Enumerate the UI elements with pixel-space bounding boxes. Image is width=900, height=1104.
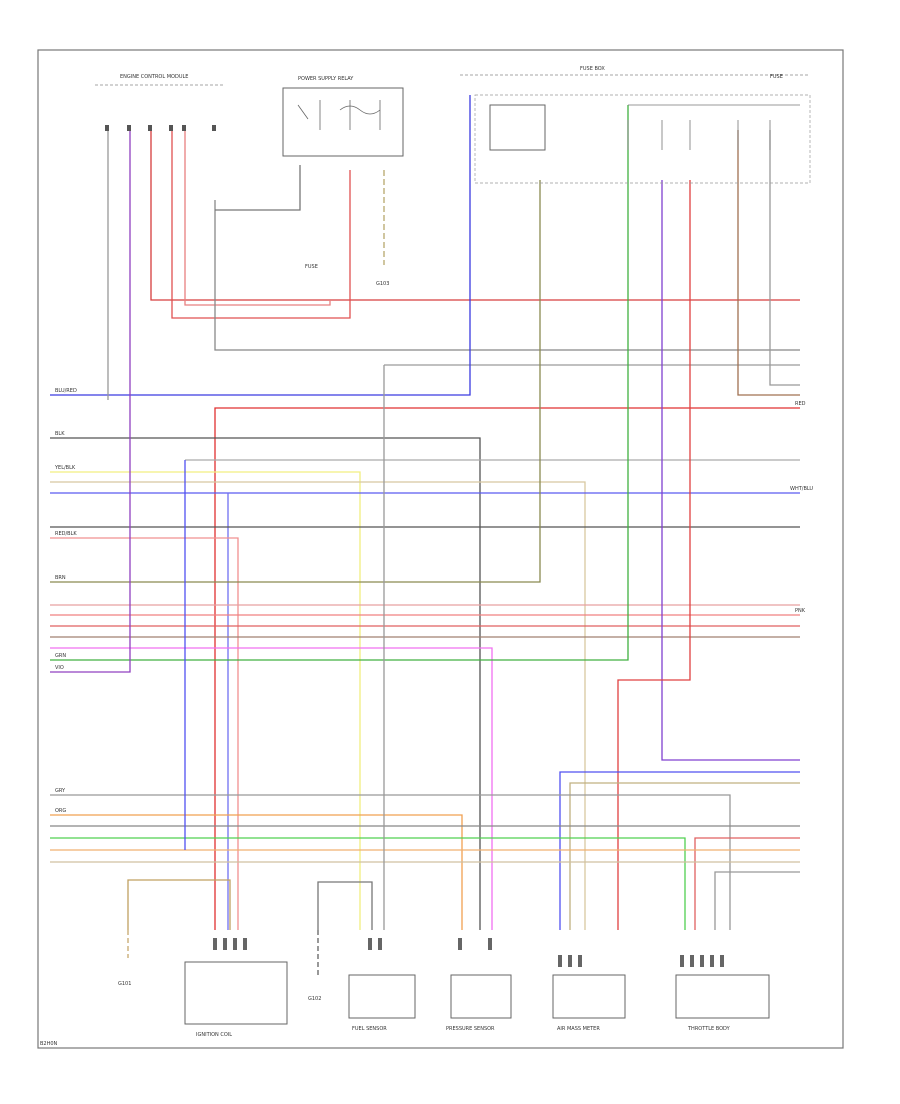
relay-coil [339, 105, 381, 115]
fuel-sensor: FUEL SENSOR [348, 974, 416, 1032]
ignition-coil-label: IGNITION COIL [196, 1032, 232, 1038]
wire-label-yel-blk: YEL/BLK [54, 465, 76, 471]
ignition-coil: IGNITION COIL [184, 961, 288, 1038]
air-mass-meter: AIR MASS METER [552, 974, 626, 1032]
wire-black-mid [50, 437, 481, 930]
wire-label-red: RED [795, 401, 806, 407]
relay-sub-label: FUSE [305, 264, 318, 270]
relay-box [282, 87, 404, 157]
wire-red-4 [617, 180, 691, 930]
fuel-sensor-label: FUEL SENSOR [352, 1026, 387, 1032]
connector-pins [213, 938, 724, 967]
fuse-elements [627, 104, 800, 150]
wire-label-gry: GRY [55, 788, 66, 794]
relay-switch-1 [297, 100, 381, 130]
diagram-code: B2H0N [40, 1041, 58, 1047]
wire-gray-1 [214, 200, 800, 351]
ground-label-g2: G102 [308, 996, 321, 1002]
wire-pink-2 [50, 537, 239, 930]
throttle-body-box [675, 974, 770, 1019]
pressure-sensor-box [450, 974, 512, 1019]
wire-label-org: ORG [55, 808, 66, 814]
wire-red-2 [214, 407, 800, 930]
ignition-coil-box [184, 961, 288, 1025]
wire-red-5 [694, 837, 800, 930]
diagram-frame [37, 49, 844, 1049]
wire-red-top [150, 130, 800, 301]
fuse-box-sub-label: FUSE [770, 74, 783, 80]
wire-yellow-1 [50, 471, 361, 930]
wire-label-grn: GRN [55, 653, 66, 659]
wire-labels: BLU/RED BLK YEL/BLK RED/BLK BRN GRN VIO … [54, 388, 813, 814]
fuse-box-module [489, 104, 546, 151]
fuse-box-outline [474, 94, 811, 184]
wires [50, 95, 800, 930]
wire-gray-7 [714, 871, 800, 930]
fuse-box-label: FUSE BOX [580, 66, 605, 72]
wire-pink-relay [184, 130, 331, 306]
ground-label-g1: G101 [118, 981, 131, 987]
wire-label-blu-red: BLU/RED [55, 388, 77, 394]
wire-magenta-1 [50, 647, 493, 930]
wire-green-2 [50, 837, 686, 930]
wire-label-blk: BLK [55, 431, 65, 437]
wire-label-brn: BRN [55, 575, 66, 581]
wire-olive-1 [50, 180, 541, 583]
ground-label-g3: G103 [376, 281, 389, 287]
throttle-body: THROTTLE BODY [675, 974, 770, 1032]
wire-tan-2 [569, 782, 800, 930]
wire-ground-mid [317, 881, 373, 930]
wire-violet-1 [50, 130, 131, 673]
wire-tan-1 [50, 481, 586, 930]
ecm-label: ENGINE CONTROL MODULE [120, 74, 188, 80]
fuel-sensor-box [348, 974, 416, 1019]
fuse-box: FUSE BOX FUSE [460, 66, 811, 184]
wire-label-pnk: PNK [795, 608, 806, 614]
wire-blue-4 [559, 771, 800, 930]
wire-orange-1 [50, 814, 463, 930]
wire-label-red-blk: RED/BLK [55, 531, 77, 537]
wire-label-vio: VIO [55, 665, 64, 671]
wire-green-1 [50, 105, 629, 661]
ground-symbols: G101 G102 [118, 930, 321, 1002]
wire-ground-left [127, 879, 231, 930]
wire-violet-2 [661, 180, 800, 761]
air-mass-meter-box [552, 974, 626, 1019]
wire-blue-1 [50, 95, 471, 396]
pressure-sensor: PRESSURE SENSOR [446, 974, 512, 1032]
wire-label-wht-blu: WHT/BLU [790, 486, 813, 492]
ecm-header: ENGINE CONTROL MODULE [95, 74, 225, 131]
pressure-sensor-label: PRESSURE SENSOR [446, 1026, 495, 1032]
wire-brown-1 [737, 130, 800, 396]
ecm-pins [105, 125, 216, 131]
air-mass-meter-label: AIR MASS METER [557, 1026, 600, 1032]
wire-gray-relay [215, 165, 301, 211]
wire-gray-3 [769, 130, 800, 386]
wire-red-relay [171, 130, 351, 319]
power-supply-relay: POWER SUPPLY RELAY [282, 76, 404, 157]
relay-label: POWER SUPPLY RELAY [298, 76, 354, 82]
throttle-body-label: THROTTLE BODY [687, 1026, 731, 1032]
wire-gray-5 [50, 794, 731, 930]
